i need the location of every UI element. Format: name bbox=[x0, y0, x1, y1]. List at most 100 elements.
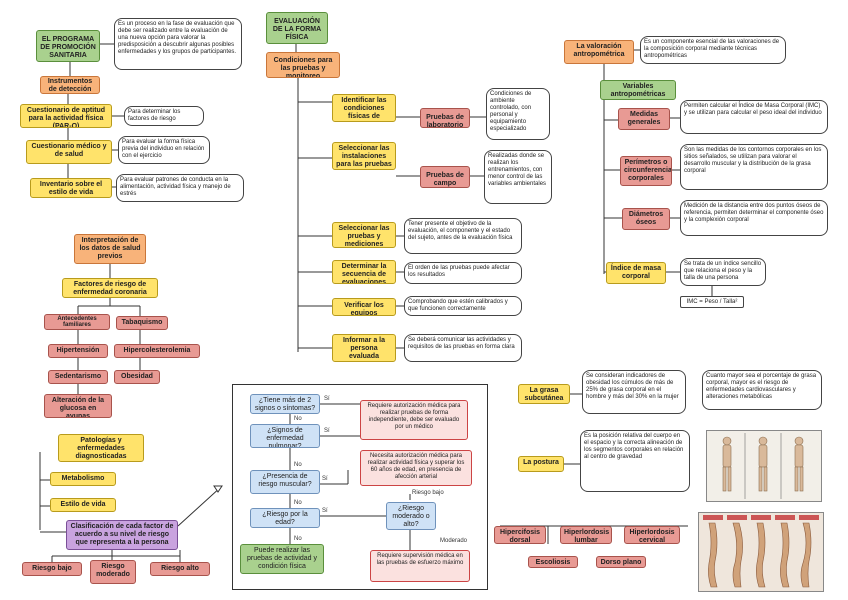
parq-desc-text: Para determinar los factores de riesgo bbox=[128, 109, 181, 122]
anthropometric-vars-text: Variables antropométricas bbox=[610, 83, 666, 98]
flow-yes-4: Sí bbox=[322, 508, 328, 514]
lifestyle-desc: Para evaluar patrones de conducta en la … bbox=[116, 174, 244, 202]
flow-final: Puede realizar las pruebas de actividad … bbox=[240, 544, 324, 574]
medical-questionnaire-node: Cuestionario médico y de salud bbox=[26, 140, 112, 164]
flow-result-1: Requiere autorización médica para realiz… bbox=[360, 400, 468, 440]
fat-desc-text: Se consideran indicadores de obesidad lo… bbox=[586, 373, 679, 400]
flow-mid: ¿Riesgo moderado o alto? bbox=[386, 502, 436, 530]
step-safety: Identificar las condiciones físicas de s… bbox=[332, 94, 396, 122]
risk-interpretation-text: Interpretación de los datos de salud pre… bbox=[79, 237, 141, 260]
lab-tests-desc-text: Condiciones de ambiente controlado, con … bbox=[490, 91, 532, 132]
risk-glucose: Alteración de la glucosa en ayunas bbox=[44, 394, 112, 418]
anthropometric-vars-node: Variables antropométricas bbox=[600, 80, 676, 100]
risk-sedentary: Sedentarismo bbox=[48, 370, 108, 384]
pathology-text: Patologías y enfermedades diagnosticadas bbox=[75, 437, 127, 460]
anthropometry-desc-text: Es un componente esencial de las valorac… bbox=[644, 39, 780, 59]
conditions-text: Condiciones para las pruebas y monitoreo bbox=[273, 57, 333, 78]
posture-desc-text: Es la posición relativa del cuerpo en el… bbox=[584, 433, 684, 460]
posture-figure bbox=[706, 430, 822, 502]
posture-hyperkyphosis-text: Hipercifosis dorsal bbox=[499, 529, 541, 544]
field-tests-desc: Realizadas donde se realizan los entrena… bbox=[484, 150, 552, 204]
risk-family: Antecedentes familiares bbox=[44, 314, 110, 330]
flow-no-3: No bbox=[294, 500, 302, 506]
general-measures: Medidas generales bbox=[618, 108, 670, 130]
lab-tests-desc: Condiciones de ambiente controlado, con … bbox=[486, 88, 550, 140]
flow-low-label: Riesgo bajo bbox=[412, 490, 444, 496]
classification-node: Clasificación de cada factor de acuerdo … bbox=[66, 520, 178, 550]
instruments-node: Instrumentos de detección bbox=[40, 76, 100, 94]
posture-lumbar-text: Hiperlordosis lumbar bbox=[564, 529, 610, 544]
flow-no-2: No bbox=[294, 462, 302, 468]
perimeters-text: Perímetros o circunferencias corporales bbox=[624, 159, 672, 182]
flow-moderate-label: Moderado bbox=[440, 538, 468, 544]
bone-diameters: Diámetros óseos bbox=[622, 208, 670, 230]
posture-cervical: Hiperlordosis cervical bbox=[624, 526, 680, 544]
anthropometry-node: La valoración antropométrica bbox=[564, 40, 634, 64]
flow-result-2-text: Necesita autorización médica para realiz… bbox=[367, 453, 465, 480]
step-sequence: Determinar la secuencia de evaluaciones bbox=[332, 260, 396, 284]
bmi-text: Índice de masa corporal bbox=[610, 265, 662, 280]
pathology-metabolism: Metabolismo bbox=[50, 472, 116, 486]
flow-q3: ¿Presencia de riesgo muscular? bbox=[250, 470, 320, 494]
pathology-lifestyle: Estilo de vida bbox=[50, 498, 116, 512]
anthropometry-text: La valoración antropométrica bbox=[573, 43, 625, 58]
flow-result-1-text: Requiere autorización médica para realiz… bbox=[367, 403, 461, 430]
flow-no-4: No bbox=[294, 536, 302, 542]
step-inform-label: Informar a la persona evaluada bbox=[342, 337, 385, 360]
flow-q4: ¿Riesgo por la edad? bbox=[250, 508, 320, 528]
risk-sedentary-text: Sedentarismo bbox=[54, 373, 102, 380]
coronary-risk-text: Factores de riesgo de enfermedad coronar… bbox=[73, 281, 147, 296]
medical-questionnaire-desc-text: Para evaluar la forma física previa del … bbox=[122, 139, 205, 159]
bmi-desc: Se trata de un índice sencillo que relac… bbox=[680, 258, 766, 286]
bmi-formula-text: IMC = Peso / Talla² bbox=[686, 299, 738, 305]
flow-final-text: Puede realizar las pruebas de actividad … bbox=[246, 547, 318, 570]
risk-obesity-text: Obesidad bbox=[121, 373, 153, 380]
posture-desc: Es la posición relativa del cuerpo en el… bbox=[580, 430, 690, 492]
sequence-desc: El orden de las pruebas puede afectar lo… bbox=[404, 262, 522, 284]
risk-level-moderate: Riesgo moderado bbox=[90, 560, 136, 584]
risk-cholesterol: Hipercolesterolemia bbox=[114, 344, 200, 358]
program-node: EL PROGRAMA DE PROMOCIÓN SANITARIA bbox=[36, 30, 100, 62]
posture-cervical-text: Hiperlordosis cervical bbox=[629, 529, 675, 544]
risk-level-low-text: Riesgo bajo bbox=[32, 565, 72, 572]
posture-hyperkyphosis: Hipercifosis dorsal bbox=[494, 526, 546, 544]
step-safety-label: Identificar las condiciones físicas de s… bbox=[341, 97, 387, 120]
bmi-formula: IMC = Peso / Talla² bbox=[680, 296, 744, 308]
flow-result-2: Necesita autorización médica para realiz… bbox=[360, 450, 472, 486]
perimeters: Perímetros o circunferencias corporales bbox=[620, 156, 672, 186]
posture-scoliosis-text: Escoliosis bbox=[535, 559, 571, 566]
fat-desc: Se consideran indicadores de obesidad lo… bbox=[582, 370, 686, 414]
inform-desc: Se deberá comunicar las actividades y re… bbox=[404, 334, 522, 362]
decision-flow-frame bbox=[232, 384, 488, 590]
program-desc: Es un proceso en la fase de evaluación q… bbox=[114, 18, 242, 70]
select-tests-desc-text: Tener presente el objetivo de la evaluac… bbox=[408, 221, 513, 241]
flow-yes-3: Sí bbox=[322, 476, 328, 482]
step-equipment: Verificar los equipos bbox=[332, 298, 396, 316]
step-facilities: Seleccionar las instalaciones para las p… bbox=[332, 142, 396, 170]
flow-no-1: No bbox=[294, 416, 302, 422]
lifestyle-text: Inventario sobre el estilo de vida bbox=[39, 181, 103, 196]
risk-family-text: Antecedentes familiares bbox=[57, 316, 97, 328]
fat-node: La grasa subcutánea bbox=[518, 384, 570, 404]
flow-yes-1: Sí bbox=[324, 396, 330, 402]
flow-mid-text: ¿Riesgo moderado o alto? bbox=[392, 505, 430, 528]
pathology-metabolism-text: Metabolismo bbox=[61, 475, 105, 482]
risk-level-moderate-text: Riesgo moderado bbox=[96, 563, 130, 578]
step-inform: Informar a la persona evaluada bbox=[332, 334, 396, 362]
fat-text: La grasa subcutánea bbox=[524, 387, 564, 402]
conditions-node: Condiciones para las pruebas y monitoreo bbox=[266, 52, 340, 78]
risk-level-low: Riesgo bajo bbox=[22, 562, 82, 576]
flow-q1: ¿Tiene más de 2 signos o síntomas? bbox=[250, 394, 320, 414]
parq-desc: Para determinar los factores de riesgo bbox=[124, 106, 204, 126]
step-select-tests: Seleccionar las pruebas y mediciones bbox=[332, 222, 396, 248]
risk-interpretation-node: Interpretación de los datos de salud pre… bbox=[74, 234, 146, 264]
fat-desc-2-text: Cuanto mayor sea el porcentaje de grasa … bbox=[706, 373, 817, 400]
bmi-desc-text: Se trata de un índice sencillo que relac… bbox=[684, 261, 762, 281]
perimeters-desc-text: Son las medidas de los contornos corpora… bbox=[684, 147, 822, 174]
flow-q1-text: ¿Tiene más de 2 signos o síntomas? bbox=[254, 397, 316, 412]
posture-scoliosis: Escoliosis bbox=[528, 556, 578, 568]
parq-text: Cuestionario de aptitud para la activida… bbox=[26, 107, 106, 128]
risk-level-high: Riesgo alto bbox=[150, 562, 210, 576]
general-measures-desc-text: Permiten calcular el Índice de Masa Corp… bbox=[684, 103, 822, 116]
